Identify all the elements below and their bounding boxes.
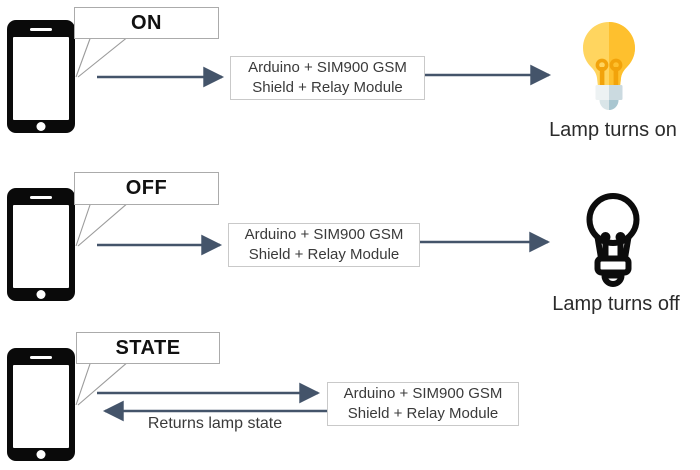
bulb-filament	[600, 232, 626, 261]
controller-line2: Shield + Relay Module	[347, 405, 499, 422]
phone-screen	[13, 205, 69, 288]
bulb-filament	[595, 58, 623, 85]
result-label: Lamp turns off	[552, 293, 680, 315]
smartphone-icon	[7, 188, 75, 301]
controller-line1: Arduino + SIM900 GSM	[244, 226, 404, 243]
phone-home-button	[36, 289, 46, 299]
sms-command-text: ON	[131, 11, 162, 34]
speech-bubble-off: OFF	[74, 172, 219, 205]
controller-box: Arduino + SIM900 GSM Shield + Relay Modu…	[230, 56, 425, 100]
phone-speaker	[30, 356, 52, 359]
smartphone-icon	[7, 20, 75, 133]
speech-bubble-state: STATE	[76, 332, 220, 364]
sms-command-text: STATE	[115, 336, 181, 359]
controller-line1: Arduino + SIM900 GSM	[248, 59, 407, 76]
controller-line2: Shield + Relay Module	[252, 79, 403, 96]
phone-home-button	[36, 121, 46, 131]
controller-box: Arduino + SIM900 GSM Shield + Relay Modu…	[228, 223, 420, 267]
speech-tail-line	[75, 360, 92, 406]
result-label: Lamp turns on	[549, 119, 677, 141]
phone-speaker	[30, 196, 52, 199]
speech-tail-line	[77, 35, 130, 78]
speech-tail-line	[75, 35, 92, 78]
phone-speaker	[30, 28, 52, 31]
lightbulb-on-icon	[583, 22, 635, 110]
speech-tail-line	[77, 360, 130, 406]
return-label: Returns lamp state	[147, 415, 283, 432]
phone-home-button	[36, 449, 46, 459]
speech-tail-line	[77, 201, 130, 247]
phone-screen	[13, 365, 69, 448]
smartphone-icon	[7, 348, 75, 461]
lightbulb-off-icon	[586, 193, 640, 287]
controller-line1: Arduino + SIM900 GSM	[343, 385, 503, 402]
controller-line2: Shield + Relay Module	[248, 246, 400, 263]
phone-screen	[13, 37, 69, 120]
speech-tail-line	[75, 201, 92, 247]
sms-command-text: OFF	[125, 177, 168, 199]
controller-box: Arduino + SIM900 GSM Shield + Relay Modu…	[327, 382, 519, 426]
speech-bubble-on: ON	[74, 7, 219, 39]
